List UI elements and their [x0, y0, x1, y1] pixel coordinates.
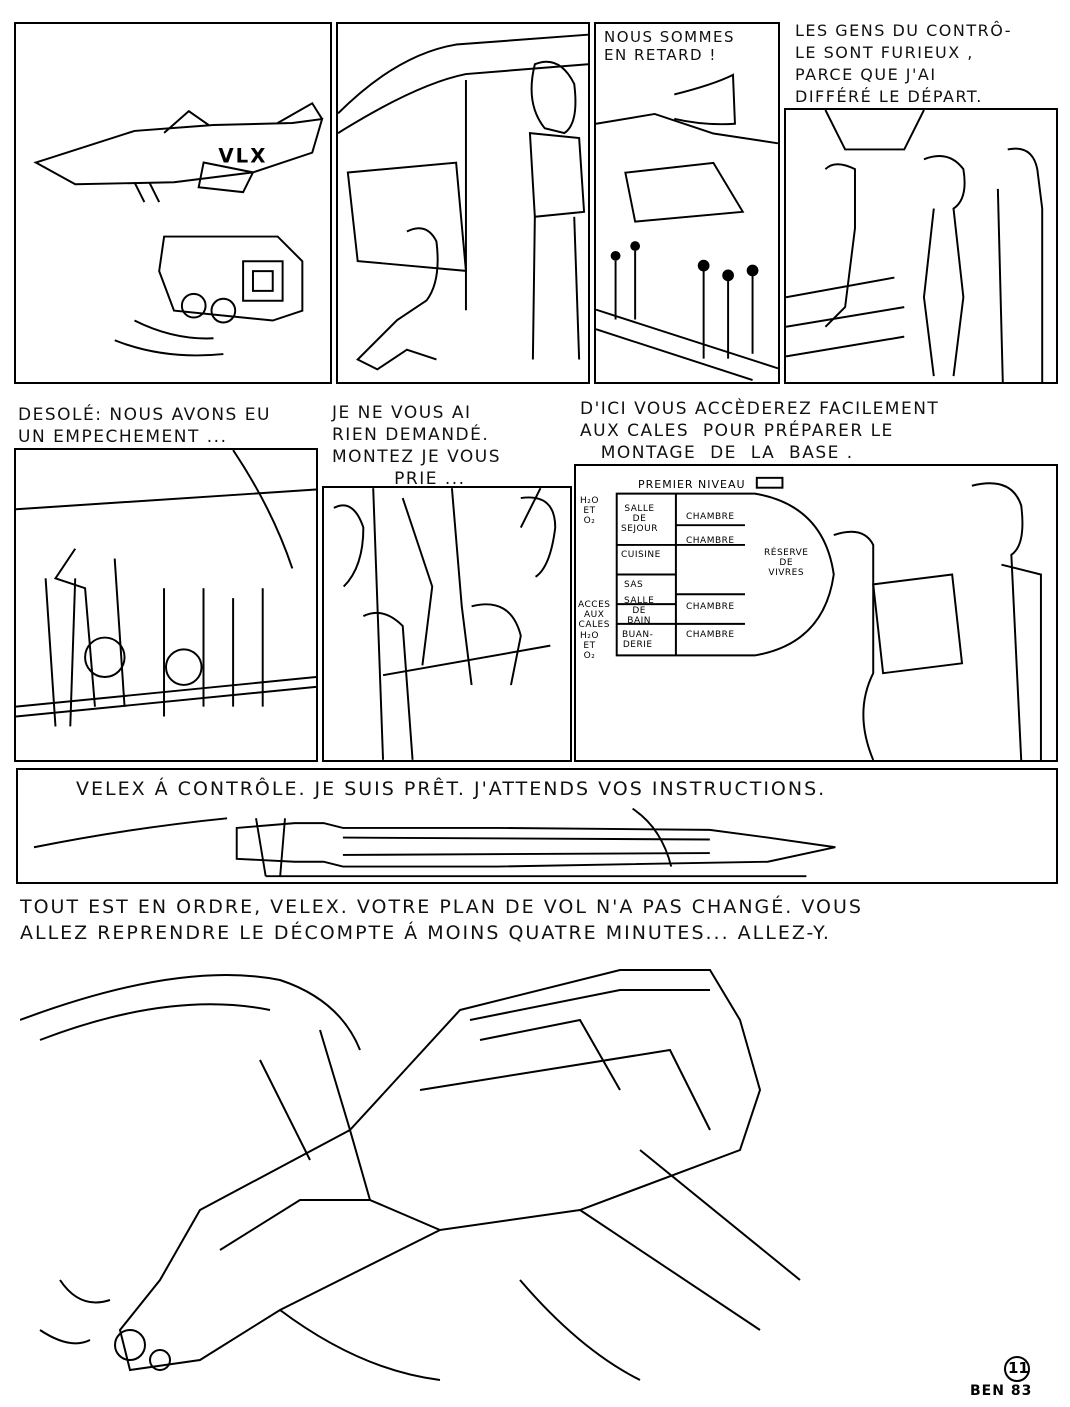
panel-3-ship-on-pad: VELEX Á CONTRÔLE. JE SUIS PRÊT. J'ATTEND…	[16, 768, 1058, 884]
crew-figures-drawing	[786, 110, 1044, 382]
page-number: 11	[1008, 1359, 1029, 1377]
map-label-chambre-4: CHAMBRE	[686, 630, 735, 640]
panel-2-3-floor-plan: PREMIER NIVEAU H₂O ET O₂ H₂O ET O₂ SALLE…	[574, 464, 1058, 762]
map-label-h2o-top: H₂O ET O₂	[580, 496, 599, 526]
crew-group-drawing	[16, 450, 316, 727]
speech-velex-a-controle: VELEX Á CONTRÔLE. JE SUIS PRÊT. J'ATTEND…	[76, 778, 827, 800]
speech-gens-du-controle: LES GENS DU CONTRÔ- LE SONT FURIEUX , PA…	[795, 21, 1013, 106]
hangar-scene-drawing	[338, 33, 588, 371]
map-label-salle-de-bain: SALLE DE BAIN	[624, 596, 655, 626]
panel-1-4-crew-furious	[784, 108, 1058, 384]
base-floor-plan-drawing	[615, 476, 1042, 760]
speech-tout-est-en-ordre: TOUT EST EN ORDRE, VELEX. VOTRE PLAN DE …	[20, 896, 863, 944]
caption-d-ici-vous-accederez: D'ICI VOUS ACCÈDEREZ FACILEMENT AUX CALE…	[580, 399, 940, 463]
panel-1-3-late-crew: NOUS SOMMES EN RETARD !	[594, 22, 780, 384]
map-label-acces-aux-cales: ACCES AUX CALES	[578, 600, 611, 630]
ship-on-pad-drawing	[33, 807, 836, 878]
launch-ship-drawing	[19, 969, 801, 1381]
artist-signature: BEN 83	[970, 1383, 1033, 1399]
panel-1-1-ship-and-vehicle: VLX	[14, 22, 332, 384]
map-label-buanderie: BUAN- DERIE	[622, 630, 654, 650]
map-label-chambre-3: CHAMBRE	[686, 602, 735, 612]
map-label-chambre-2: CHAMBRE	[686, 536, 735, 546]
map-label-sas: SAS	[624, 580, 644, 590]
speech-nous-sommes-en-retard: NOUS SOMMES EN RETARD !	[604, 28, 736, 64]
boarding-figures-drawing	[596, 73, 778, 382]
panel-2-2-boarding-ladder	[322, 486, 572, 762]
map-title-premier-niveau: PREMIER NIVEAU	[638, 478, 746, 491]
speech-desole: DESOLÉ: NOUS AVONS EU UN EMPECHEMENT ...	[18, 405, 271, 447]
map-label-h2o-bottom: H₂O ET O₂	[580, 631, 599, 661]
launch-ship-illustration	[19, 950, 1060, 1390]
ship-marking-vlx: VLX	[218, 145, 267, 168]
spaceship-drawing: VLX	[33, 101, 324, 357]
panel-1-2-hangar-crew	[336, 22, 590, 384]
page-number-circle	[1004, 1356, 1030, 1382]
map-label-salle-de-sejour: SALLE DE SEJOUR	[621, 504, 658, 534]
map-label-reserve-de-vivres: RÉSERVE DE VIVRES	[764, 548, 809, 578]
panel-2-1-crew-boarding	[14, 448, 318, 762]
boarding-ladder-drawing	[333, 488, 557, 760]
map-label-cuisine: CUISINE	[621, 550, 661, 560]
speech-je-ne-vous-ai-rien-demande: JE NE VOUS AI RIEN DEMANDÉ. MONTEZ JE VO…	[332, 403, 502, 489]
map-label-chambre-1: CHAMBRE	[686, 512, 735, 522]
